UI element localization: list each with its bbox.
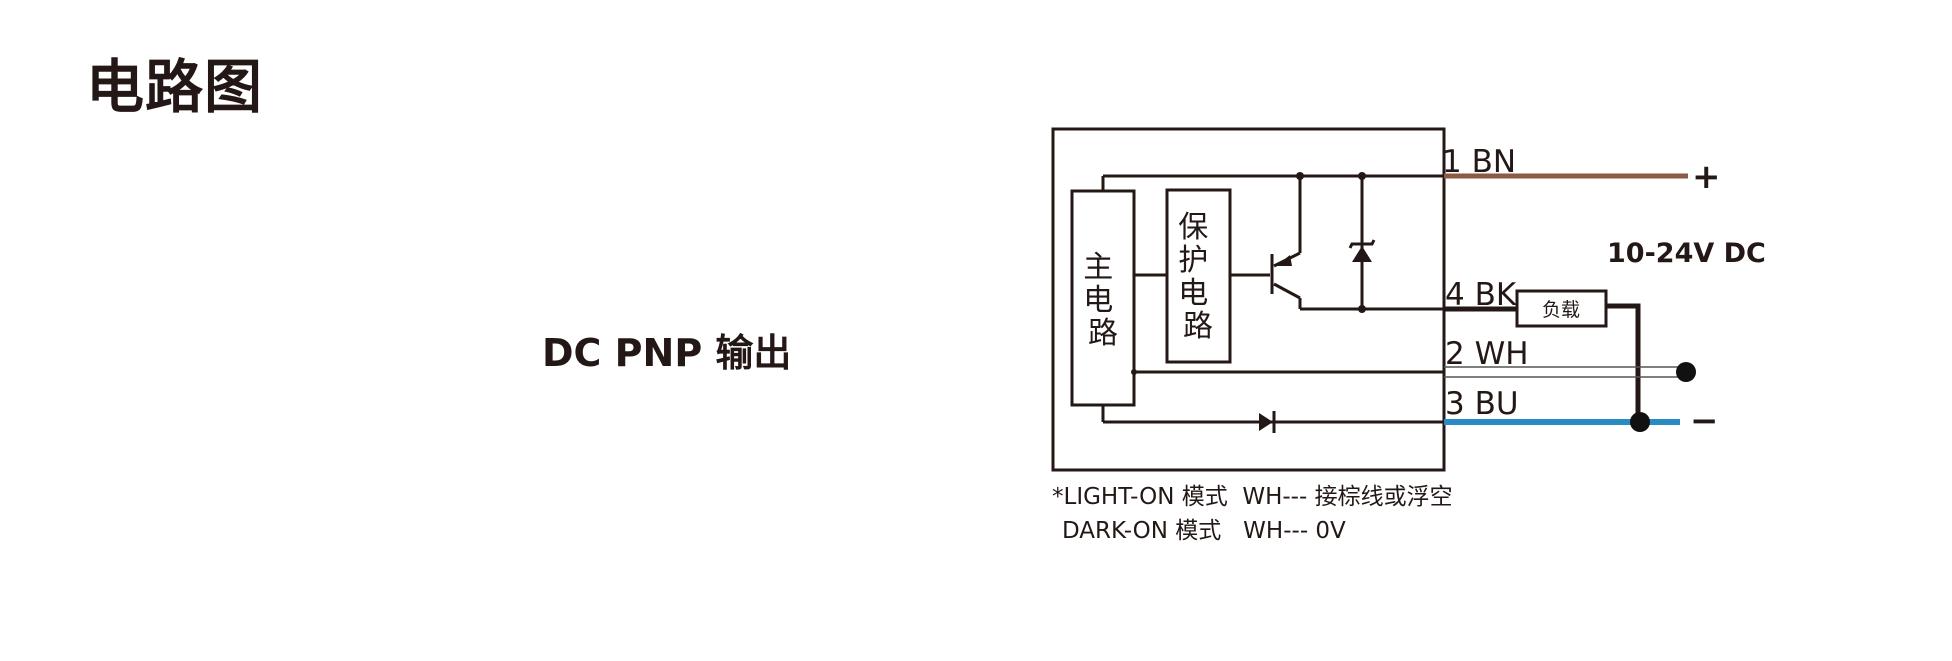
note-dark-on: DARK-ON 模式 WH--- 0V xyxy=(1062,518,1346,544)
main-circuit-char-1: 主 xyxy=(1083,250,1113,285)
supply-minus-sign: − xyxy=(1690,401,1719,441)
wire-black xyxy=(1444,303,1641,422)
internal-wiring xyxy=(1101,174,1444,424)
load-box xyxy=(1515,289,1608,328)
junction-dots xyxy=(1131,172,1366,375)
note-light-on: *LIGHT-ON 模式 WH--- 接棕线或浮空 xyxy=(1052,484,1453,510)
protection-circuit-label: 保 护 电 路 xyxy=(1178,210,1218,344)
supply-plus-sign: + xyxy=(1692,157,1721,197)
output-mode-label: DC PNP 输出 xyxy=(542,331,792,375)
diode-symbol xyxy=(1259,411,1276,433)
protection-char-4: 路 xyxy=(1183,309,1213,344)
protection-char-2: 护 xyxy=(1178,243,1208,278)
load-label: 负载 xyxy=(1542,299,1580,321)
zener-diode-symbol xyxy=(1348,239,1376,262)
page-title: 电路图 xyxy=(86,53,264,121)
common-junction-dot xyxy=(1630,412,1650,432)
pnp-transistor-symbol xyxy=(1270,176,1302,309)
wire-label-white: 2 WH xyxy=(1445,336,1529,372)
main-circuit-char-2: 电 xyxy=(1083,283,1113,318)
sensor-housing-box xyxy=(1051,127,1446,472)
protection-char-3: 电 xyxy=(1178,276,1208,311)
main-circuit-label: 主 电 路 xyxy=(1083,250,1123,351)
supply-voltage-label: 10-24V DC xyxy=(1607,238,1766,269)
white-wire-terminal xyxy=(1676,362,1696,382)
main-circuit-char-3: 路 xyxy=(1088,316,1118,351)
wire-white xyxy=(1444,366,1684,378)
wire-label-black: 4 BK xyxy=(1445,277,1517,313)
wire-label-blue: 3 BU xyxy=(1445,386,1519,422)
protection-char-1: 保 xyxy=(1178,210,1208,245)
wire-label-brown: 1 BN xyxy=(1442,144,1516,180)
